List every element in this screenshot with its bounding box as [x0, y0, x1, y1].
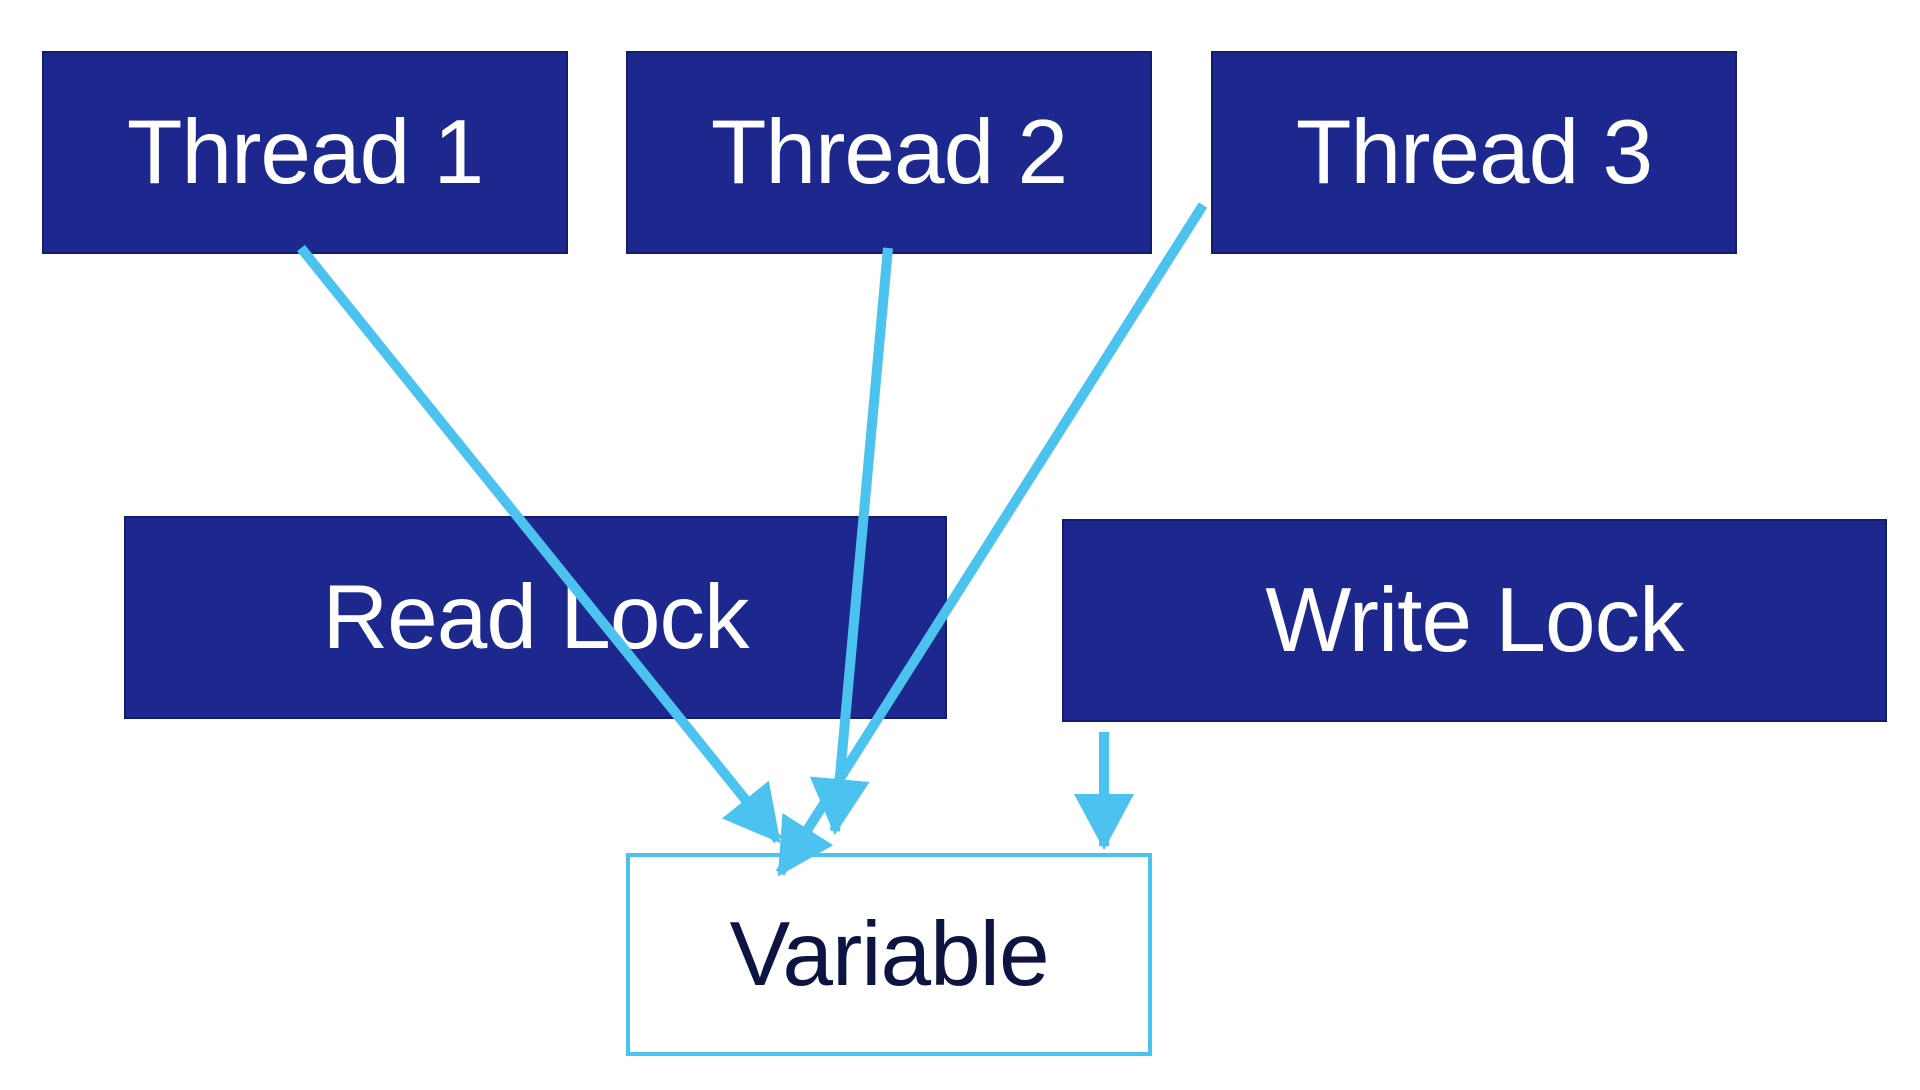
thread-1-box: Thread 1 — [42, 51, 568, 254]
thread-3-label: Thread 3 — [1295, 102, 1653, 203]
thread-1-label: Thread 1 — [126, 102, 484, 203]
read-lock-label: Read Lock — [322, 567, 749, 668]
variable-label: Variable — [729, 904, 1049, 1005]
thread-2-box: Thread 2 — [626, 51, 1152, 254]
write-lock-box: Write Lock — [1062, 519, 1887, 722]
variable-box: Variable — [626, 853, 1152, 1056]
thread-3-box: Thread 3 — [1211, 51, 1737, 254]
read-lock-box: Read Lock — [124, 516, 947, 719]
thread-2-label: Thread 2 — [710, 102, 1068, 203]
write-lock-label: Write Lock — [1265, 570, 1684, 671]
